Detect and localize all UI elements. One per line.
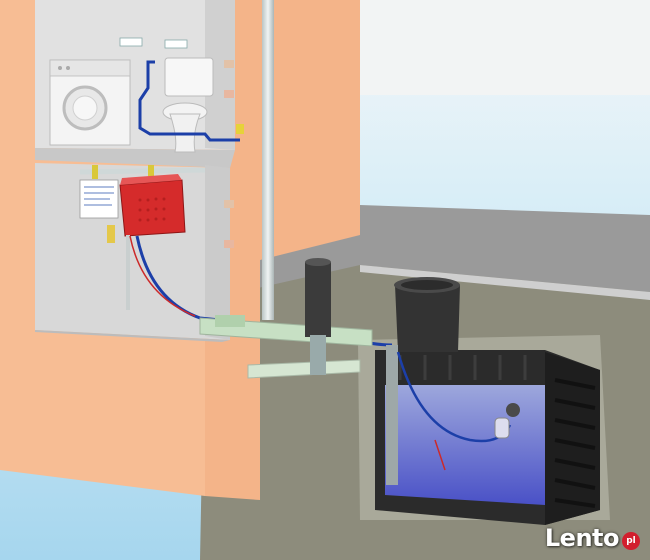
- upper-room-side-wall: [205, 0, 235, 150]
- roof-downpipe: [262, 0, 274, 320]
- rainwater-tank: [375, 350, 600, 525]
- washing-machine-icon: [49, 59, 131, 146]
- valve-icon: [107, 225, 115, 243]
- tank-manhole: [394, 277, 460, 352]
- ceiling-pipe: [79, 167, 206, 175]
- valve-icon: [92, 165, 98, 179]
- floating-filter: [494, 417, 510, 439]
- upper-wall-background: [355, 0, 650, 95]
- watermark: Lento pl: [545, 524, 640, 552]
- lower-room-floor: [35, 330, 230, 342]
- pipe-coupling: [215, 315, 245, 327]
- watermark-brand: Lento: [544, 524, 620, 552]
- control-cable: [129, 235, 196, 317]
- ground-edge: [360, 265, 650, 300]
- float-ball-icon: [506, 403, 520, 417]
- info-sign: [119, 37, 143, 47]
- level-sensor-cable: [434, 439, 446, 471]
- supply-hose-upper: [138, 60, 240, 142]
- valve-icon: [236, 124, 244, 134]
- filter-shaft: [305, 262, 331, 337]
- watermark-badge: pl: [622, 532, 640, 550]
- upper-room-floor: [35, 148, 235, 168]
- filter-shaft-lid: [305, 258, 331, 266]
- tank-water: [385, 385, 545, 505]
- calm-inlet-pipe: [386, 345, 398, 485]
- info-sign: [164, 39, 188, 49]
- lower-room-side-wall: [205, 165, 230, 340]
- valve-icon: [148, 165, 154, 179]
- brick-accent: [224, 60, 234, 68]
- pump-unit: [119, 174, 186, 237]
- filter-body: [310, 335, 326, 375]
- brick-accent: [224, 90, 234, 98]
- brick-accent: [224, 240, 234, 248]
- brick-accent: [224, 200, 234, 208]
